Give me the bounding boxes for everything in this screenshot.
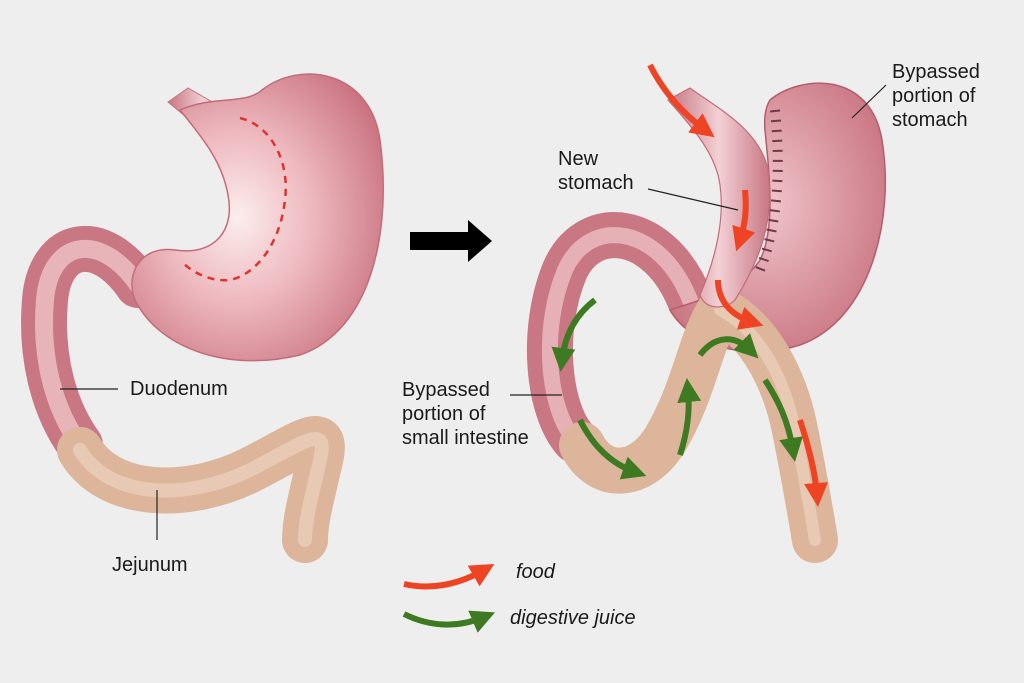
label-new-stomach: New stomach (558, 147, 634, 195)
label-duodenum: Duodenum (130, 378, 228, 400)
bypass-anatomy (526, 63, 887, 563)
food-arrow-2 (732, 189, 756, 252)
stomach-shape (131, 73, 385, 362)
label-bypassed-intestine-line-3: small intestine (402, 427, 529, 449)
staple-line (755, 109, 783, 272)
label-new-stomach-line-1: New (558, 148, 599, 170)
leader-bypassed-stomach (851, 84, 887, 119)
label-bypassed-stomach-line-1: Bypassed (892, 61, 980, 83)
juice-arrow-3 (677, 378, 702, 456)
label-bypassed-stomach: Bypassed portion of stomach (892, 60, 980, 132)
legend-food-arrow (403, 564, 495, 590)
juice-flow-arrows (551, 297, 803, 480)
cut-line (181, 116, 288, 282)
juice-arrow-1 (551, 297, 597, 372)
food-arrow-1 (647, 63, 715, 138)
label-bypassed-intestine-line-1: Bypassed (402, 379, 490, 401)
label-bypassed-stomach-line-2: portion of (892, 85, 976, 107)
label-bypassed-intestine-line-2: portion of (402, 403, 486, 425)
label-new-stomach-line-2: stomach (558, 172, 634, 194)
label-bypassed-intestine: Bypassed portion of small intestine (402, 378, 529, 450)
leader-lines (60, 84, 887, 540)
food-arrow-3 (715, 279, 764, 330)
legend-juice-arrow (402, 610, 496, 633)
legend-food-label: food (516, 561, 555, 583)
normal-anatomy (21, 73, 385, 563)
leader-new-stomach (647, 188, 739, 211)
juice-arrow-4 (697, 333, 759, 359)
juice-arrow-5 (762, 378, 803, 462)
label-bypassed-stomach-line-3: stomach (892, 109, 968, 131)
juice-arrow-2 (577, 418, 647, 480)
roux-limb-shape (559, 287, 743, 494)
food-arrow-4 (797, 419, 829, 507)
food-flow-arrows (647, 63, 829, 507)
legend-juice-label: digestive juice (510, 607, 636, 629)
transition-arrow (410, 220, 492, 262)
label-jejunum: Jejunum (112, 554, 188, 576)
legend-arrows (402, 564, 496, 633)
